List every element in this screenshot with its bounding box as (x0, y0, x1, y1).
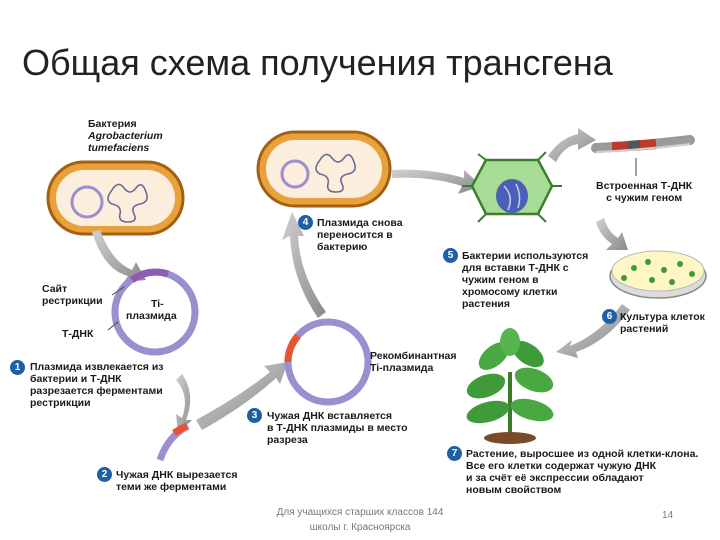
step-4-line: Плазмида снова (317, 217, 403, 229)
step-3-line: в Т-ДНК плазмиды в место (267, 422, 408, 434)
step-7-line: Растение, выросшее из одной клетки-клона… (466, 448, 699, 460)
ti-plasmid-line1: Ti- (151, 298, 164, 310)
step-3-text: Чужая ДНК вставляется в Т-ДНК плазмиды в… (267, 410, 407, 446)
restriction-site-pointer (111, 286, 125, 296)
step-3-line: Чужая ДНК вставляется (267, 410, 392, 422)
step-5-line: чужим геном в (462, 274, 539, 286)
step-4-text: Плазмида снова переносится в бактерию (317, 217, 403, 253)
step-1-line: рестрикции (30, 397, 91, 409)
step-2-line: теми же ферментами (116, 481, 227, 493)
step-1-line: разрезается ферментами (30, 385, 163, 397)
tdna-label: Т-ДНК (62, 328, 94, 340)
bacterium-2 (256, 130, 392, 208)
step-6-badge: 6 (602, 309, 617, 324)
bacterium-label-line3: tumefaciens (88, 142, 150, 154)
bacterium-label-line1: Бактерия (88, 118, 137, 130)
step-7-badge: 7 (447, 446, 462, 461)
restriction-site-line1: Сайт (42, 283, 68, 295)
foreign-dna-fragment (156, 422, 190, 462)
step-6-text: Культура клеток растений (620, 311, 705, 335)
recombinant-plasmid (284, 318, 372, 406)
ti-plasmid-line2: плазмида (126, 310, 177, 322)
step-4-badge: 4 (298, 215, 313, 230)
step-7-line: Все его клетки содержат чужую ДНК (466, 460, 657, 472)
step-7-text: Растение, выросшее из одной клетки-клона… (466, 448, 698, 496)
bacterium-label-line2: Agrobacterium (88, 130, 163, 142)
arrow-to-petri-dish (596, 218, 628, 250)
step-5-line: для вставки Т-ДНК с (462, 262, 569, 274)
plant-cell (462, 151, 562, 223)
step-5-text: Бактерии используются для вставки Т-ДНК … (462, 250, 588, 310)
footer-line1: Для учащихся старших классов 144 (276, 507, 444, 518)
arrow-to-chromosome (548, 128, 596, 162)
step-5-line: хромосому клетки (462, 286, 558, 298)
integrated-tdna-label: Встроенная Т-ДНК с чужим геном (596, 180, 692, 204)
bacterium-label: Бактерия Agrobacterium tumefaciens (88, 118, 163, 154)
step-3-badge: 3 (247, 408, 262, 423)
step-2-line: Чужая ДНК вырезается (116, 469, 238, 481)
recombinant-line2: Ti-плазмида (370, 362, 434, 374)
step-1-text: Плазмида извлекается из бактерии и Т-ДНК… (30, 361, 164, 409)
step-5-line: растения (462, 298, 510, 310)
slide-title: Общая схема получения трансгена (22, 42, 613, 83)
recombinant-line1: Рекомбинантная (370, 350, 457, 362)
tdna-pointer (107, 321, 119, 331)
step-1-badge: 1 (10, 360, 25, 375)
arrow-to-foreign-dna (176, 374, 192, 434)
step-1-line: Плазмида извлекается из (30, 361, 164, 373)
step-7-line: и за счёт её экспрессии обладают (466, 472, 644, 484)
step-4-line: бактерию (317, 241, 368, 253)
arrow-to-recombinant (196, 362, 288, 430)
step-4-line: переносится в (317, 229, 393, 241)
arrow-to-plant-cell (392, 169, 482, 194)
bacterium-1 (46, 160, 185, 236)
integrated-line2: с чужим геном (606, 192, 683, 204)
chromosome-with-tdna (591, 135, 695, 153)
ti-plasmid-label: Ti- плазмида (126, 298, 177, 322)
step-1-line: бактерии и Т-ДНК (30, 373, 122, 385)
footer-line2: школы г. Красноярска (309, 522, 411, 533)
step-7-line: новым свойством (466, 484, 562, 496)
restriction-site-line2: рестрикции (42, 295, 103, 307)
step-3-line: разреза (267, 434, 308, 446)
petri-dish (609, 250, 707, 299)
footer-note: Для учащихся старших классов 144 школы г… (262, 505, 458, 535)
arrow-to-plant (556, 304, 630, 358)
page-number: 14 (662, 510, 674, 521)
recombinant-plasmid-label: Рекомбинантная Ti-плазмида (370, 350, 457, 374)
step-5-line: Бактерии используются (462, 250, 589, 262)
arrow-to-bacterium-2 (282, 212, 326, 318)
ti-plasmid (111, 268, 199, 356)
step-5-badge: 5 (443, 248, 458, 263)
step-6-line: растений (620, 323, 669, 335)
step-2-badge: 2 (97, 467, 112, 482)
step-6-line: Культура клеток (620, 311, 705, 323)
restriction-site-label: Сайт рестрикции (42, 283, 103, 307)
arrow-to-ti-plasmid (92, 230, 146, 282)
step-2-text: Чужая ДНК вырезается теми же ферментами (116, 469, 237, 493)
integrated-line1: Встроенная Т-ДНК (596, 180, 693, 192)
transgenic-plant (466, 328, 554, 444)
